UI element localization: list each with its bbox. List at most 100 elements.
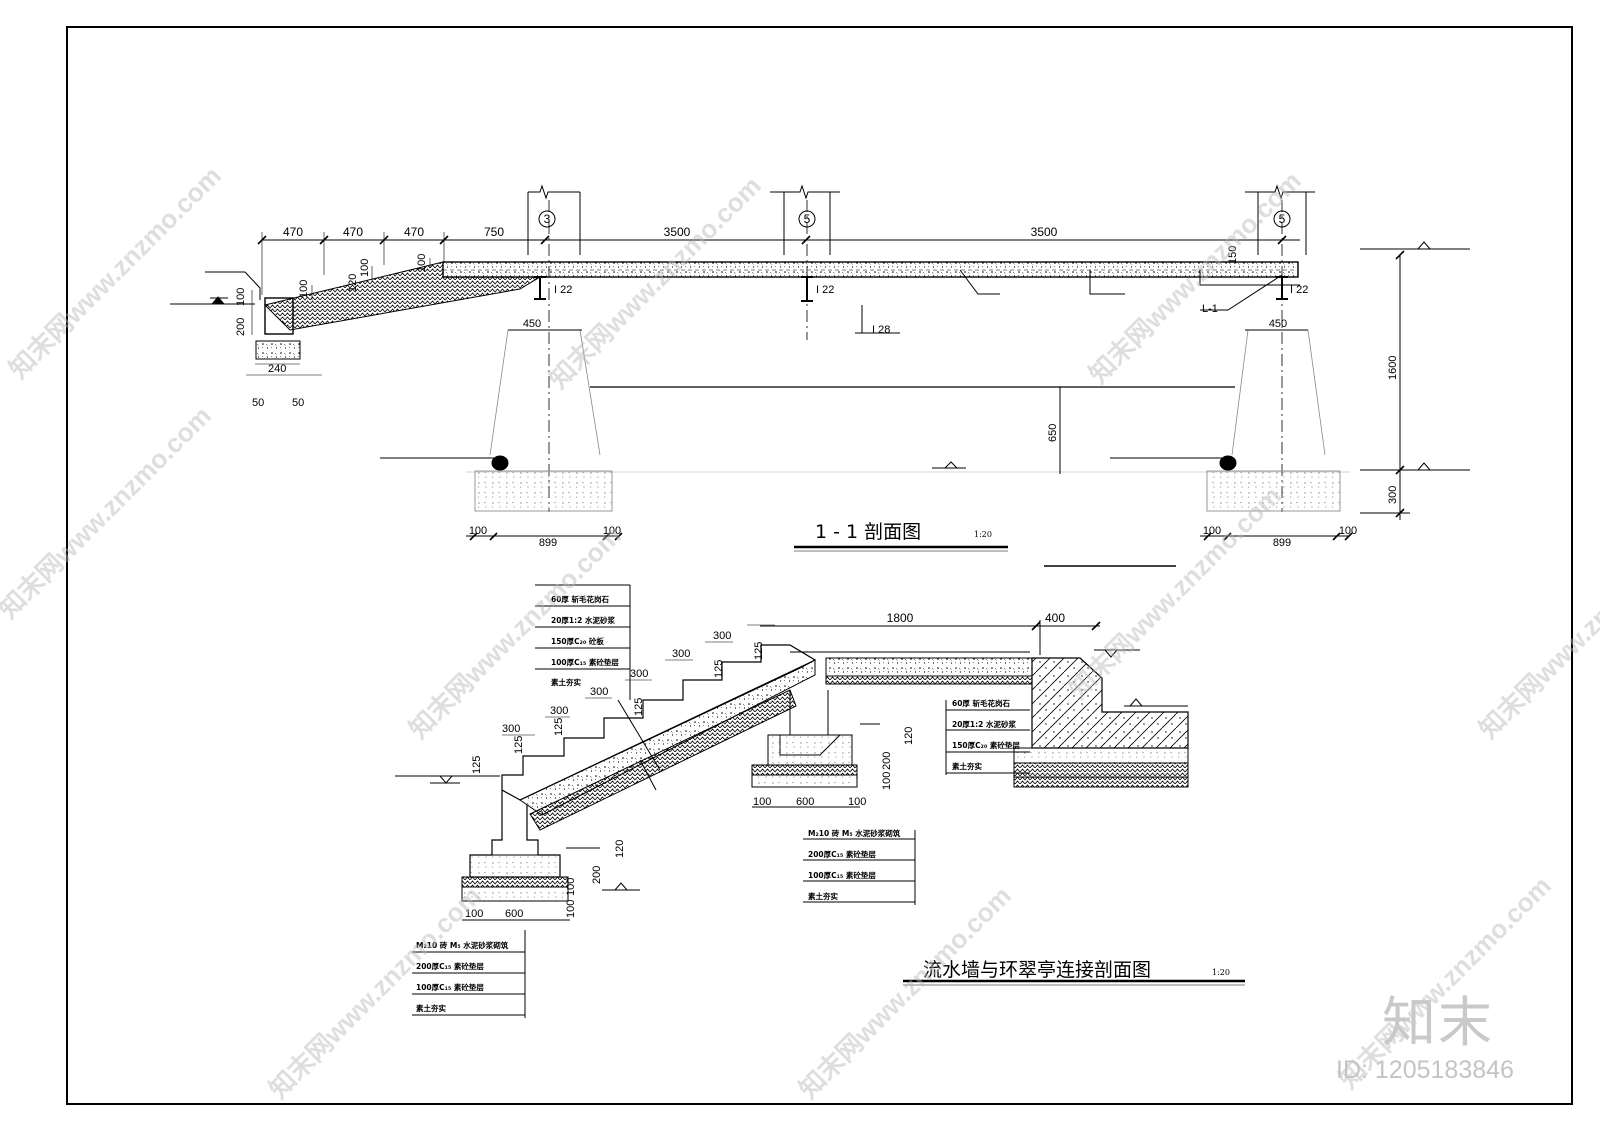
deck-slab — [442, 261, 1299, 278]
dim-left-100-b: 100 — [359, 259, 371, 277]
step-dim-300-2: 300 — [550, 705, 568, 717]
dim-750: 750 — [484, 225, 504, 239]
note-pier-2: 200厚C₁₅ 素砼垫层 — [808, 849, 876, 859]
note-right-4: 素土夯实 — [952, 761, 982, 771]
stair-slab — [518, 659, 816, 816]
dim-150: 150 — [1227, 246, 1239, 264]
step-dim-300-3: 300 — [590, 686, 608, 698]
step-dim-125-1: 125 — [471, 756, 483, 774]
section-1-scale: 1:20 — [974, 530, 992, 539]
beam-label-4: I 22 — [1290, 284, 1308, 296]
dim-400: 400 — [1045, 611, 1065, 625]
note-stair-3: 150厚C₂₀ 砼板 — [551, 636, 604, 646]
step-dim-125-6: 125 — [753, 642, 765, 660]
dim-left-100-d: 100 — [235, 288, 247, 306]
pier-dim-100-a2: 100 — [465, 908, 483, 920]
step-dim-125-5: 125 — [713, 660, 725, 678]
note-right-3: 150厚C₂₀ 素砼垫层 — [952, 740, 1020, 750]
note-stair-1: 60厚 斩毛花岗石 — [551, 594, 610, 604]
note-pier-4: 素土夯实 — [808, 891, 838, 901]
dim-1600: 1600 — [1387, 356, 1399, 380]
beam-label-3: I 28 — [872, 324, 890, 336]
dim-450-b: 450 — [1269, 318, 1287, 330]
step-dim-125-4: 125 — [633, 698, 645, 716]
step-dim-300-4: 300 — [630, 668, 648, 680]
dim-3500-b: 3500 — [1031, 225, 1058, 239]
note-bottom-1: M₂10 砖 M₅ 水泥砂浆砌筑 — [416, 940, 509, 950]
pier-dim-100-b1: 100 — [881, 772, 893, 790]
axis-label-5a: 5 — [804, 212, 811, 226]
watermark-text-9: 知末网www.znzmo.com — [793, 880, 1017, 1104]
watermark-text-6: 知末网www.znzmo.com — [1063, 480, 1287, 704]
watermark-text-7: 知末网www.znzmo.com — [1473, 520, 1600, 744]
step-dim-125-3: 125 — [553, 718, 565, 736]
pier-dim-100-b3: 100 — [848, 796, 866, 808]
dim-100-fr-b: 100 — [1339, 525, 1357, 537]
drawing-frame — [66, 26, 1573, 1105]
note-bottom-4: 素土夯实 — [416, 1003, 446, 1013]
pier-dim-600-a: 600 — [505, 908, 523, 920]
dim-3500-a: 3500 — [664, 225, 691, 239]
dim-470-b: 470 — [343, 225, 363, 239]
watermark-text-1: 知末网www.znzmo.com — [3, 160, 227, 384]
dim-100-fr-a: 100 — [1203, 525, 1221, 537]
pier-dim-600-b: 600 — [796, 796, 814, 808]
dim-left-200: 200 — [235, 318, 247, 336]
beam-label-2: I 22 — [816, 284, 834, 296]
pier-dim-100-a3: 100 — [565, 878, 577, 896]
axis-marker-3 — [538, 210, 556, 228]
pier-dim-120-b: 120 — [903, 727, 915, 745]
note-right-2: 20厚1:2 水泥砂浆 — [952, 719, 1016, 729]
section-2 — [395, 584, 1245, 1018]
dim-100-fl-a: 100 — [469, 525, 487, 537]
footing-right — [1206, 470, 1341, 512]
watermark-text-4: 知末网www.znzmo.com — [0, 400, 217, 624]
dim-450-a: 450 — [523, 318, 541, 330]
footing-left — [474, 470, 613, 512]
note-stair-4: 100厚C₁₅ 素砼垫层 — [551, 657, 619, 667]
note-right-1: 60厚 斩毛花岗石 — [952, 698, 1011, 708]
section-1-title: 1 - 1 剖面图 — [815, 521, 921, 543]
axis-marker-5b — [1273, 210, 1291, 228]
note-bottom-2: 200厚C₁₅ 素砼垫层 — [416, 961, 484, 971]
pier-dim-100-a1: 100 — [565, 900, 577, 918]
dim-650: 650 — [1047, 424, 1059, 442]
stair-steps — [501, 644, 817, 801]
stair-subbase — [529, 689, 797, 831]
note-pier-1: M₂10 砖 M₅ 水泥砂浆砌筑 — [808, 828, 901, 838]
axis-label-5b: 5 — [1279, 212, 1286, 226]
watermark-text-5: 知末网www.znzmo.com — [403, 520, 627, 744]
platform-slab — [825, 657, 1033, 677]
pier-dim-100-b2: 100 — [753, 796, 771, 808]
image-id: ID: 1205183846 — [1336, 1056, 1514, 1084]
pier-dim-200-a: 200 — [591, 866, 603, 884]
dim-50-a: 50 — [252, 397, 264, 409]
dim-899-b: 899 — [1273, 537, 1291, 549]
site-logo: 知末 — [1382, 991, 1494, 1054]
step-dim-300-5: 300 — [672, 648, 690, 660]
pier-dim-200-b: 200 — [881, 752, 893, 770]
note-stair-2: 20厚1:2 水泥砂浆 — [551, 615, 615, 625]
beam-label-l1: L-1 — [1202, 303, 1218, 315]
dim-100-fl-b: 100 — [603, 525, 621, 537]
dim-left-100-a: 100 — [416, 254, 428, 272]
note-stair-5: 素土夯实 — [551, 677, 581, 687]
note-pier-3: 100厚C₁₅ 素砼垫层 — [808, 870, 876, 880]
watermark-text-8: 知末网www.znzmo.com — [263, 880, 487, 1104]
section-1-1 — [170, 184, 1470, 567]
dim-left-100-c: 100 — [298, 280, 310, 298]
pier-dim-120-a: 120 — [614, 840, 626, 858]
dim-1800: 1800 — [887, 611, 914, 625]
section-2-scale: 1:20 — [1212, 968, 1230, 977]
axis-label-3: 3 — [544, 212, 551, 226]
step-dim-300-1: 300 — [502, 723, 520, 735]
dim-240: 240 — [268, 363, 286, 375]
dim-470-c: 470 — [404, 225, 424, 239]
step-dim-125-2: 125 — [513, 736, 525, 754]
dim-470-a: 470 — [283, 225, 303, 239]
dim-50-b: 50 — [292, 397, 304, 409]
dim-left-120: 120 — [347, 274, 359, 292]
axis-marker-5a — [798, 210, 816, 228]
section-2-title: 流水墙与环翠亭连接剖面图 — [923, 959, 1151, 981]
